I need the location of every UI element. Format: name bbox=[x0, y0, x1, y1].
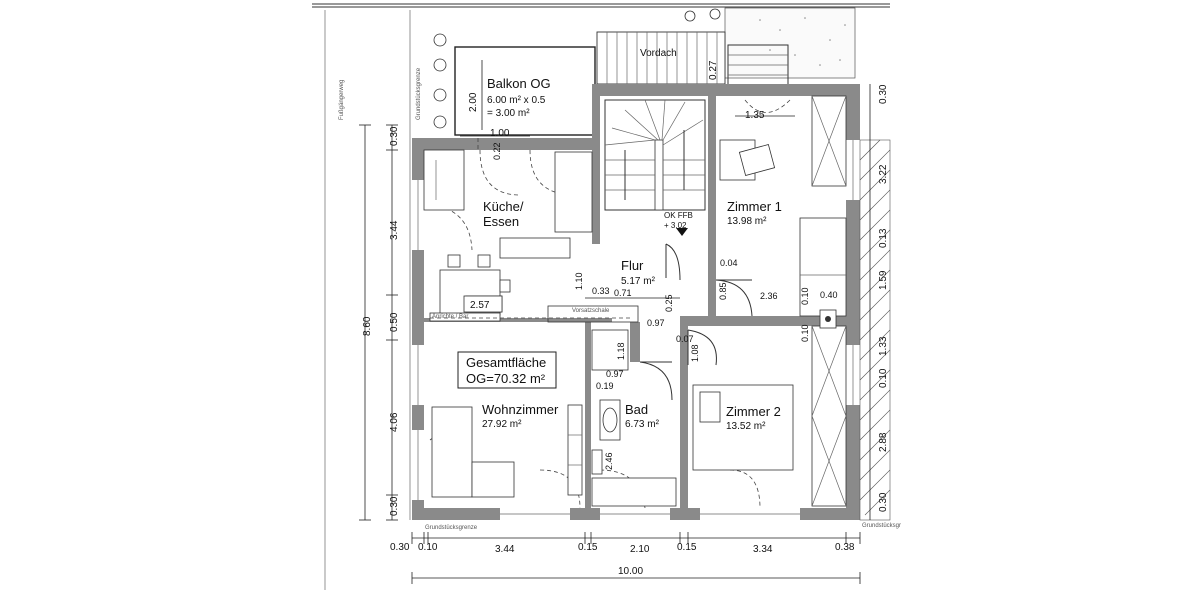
dim-108: 1.08 bbox=[690, 344, 700, 362]
balcony-name: Balkon OG bbox=[487, 76, 551, 91]
garden-area bbox=[724, 7, 856, 79]
dim-right-030a: 0.30 bbox=[878, 84, 889, 104]
dim-right-159: 1.59 bbox=[878, 270, 889, 290]
vorsatzschale-box bbox=[547, 305, 639, 323]
vordach-label: Vordach bbox=[640, 48, 677, 59]
dim-bottom-total: 10.00 bbox=[618, 566, 643, 577]
dim-097a: 0.97 bbox=[647, 318, 665, 328]
dim-246: 2.46 bbox=[604, 452, 614, 470]
level-marker-icon bbox=[676, 228, 688, 236]
ok-ffb-value: + 3.02 bbox=[664, 221, 687, 230]
dim-bottom-038: 0.38 bbox=[835, 542, 855, 553]
boundary-label-top: Grundstücksgrenze bbox=[416, 67, 422, 120]
dim-bottom-015b: 0.15 bbox=[677, 542, 697, 553]
staircase bbox=[604, 99, 706, 211]
bad-name: Bad bbox=[625, 402, 648, 417]
sidewalk-label: Fußgängerweg bbox=[339, 80, 345, 120]
ok-ffb-label: OK FFB bbox=[664, 211, 693, 220]
dim-085: 0.85 bbox=[718, 282, 728, 300]
zimmer1-area: 13.98 m² bbox=[727, 216, 767, 227]
dim-balkon-height: 2.00 bbox=[468, 92, 479, 112]
dim-027: 0.27 bbox=[708, 60, 719, 80]
total-area-box bbox=[457, 351, 557, 389]
windows bbox=[412, 140, 860, 520]
dim-022: 0.22 bbox=[492, 142, 502, 160]
dim-bottom-030: 0.30 bbox=[390, 542, 410, 553]
wohnzimmer-area: 27.92 m² bbox=[482, 419, 522, 430]
interior-dimensions: 2.00 1.00 0.22 0.27 1.35 1.10 0.33 0.71 … bbox=[468, 60, 838, 470]
wohnzimmer-name: Wohnzimmer bbox=[482, 402, 559, 417]
dim-007: 0.07 bbox=[676, 334, 694, 344]
zimmer1-name: Zimmer 1 bbox=[727, 199, 782, 214]
dim-left-030b: 0.30 bbox=[389, 496, 400, 516]
dim-left-050: 0.50 bbox=[389, 312, 400, 332]
dim-bottom-015a: 0.15 bbox=[578, 542, 598, 553]
flur-area: 5.17 m² bbox=[621, 276, 656, 287]
kitchen-name-line1: Küche/ bbox=[483, 199, 524, 214]
dim-bottom-334: 3.34 bbox=[753, 544, 773, 555]
dim-135: 1.35 bbox=[745, 110, 765, 121]
balcony-dims: 6.00 m² x 0.5 bbox=[487, 95, 546, 106]
dim-bottom-210: 2.10 bbox=[630, 544, 650, 555]
dim-bottom-010: 0.10 bbox=[418, 542, 438, 553]
zimmer2-area: 13.52 m² bbox=[726, 421, 766, 432]
flur-name: Flur bbox=[621, 258, 644, 273]
dim-left-030a: 0.30 bbox=[389, 126, 400, 146]
dim-019: 0.19 bbox=[596, 381, 614, 391]
dim-004: 0.04 bbox=[720, 258, 738, 268]
dim-071: 0.71 bbox=[614, 288, 632, 298]
dim-right-322: 3.22 bbox=[878, 164, 889, 184]
dim-right-288: 2.88 bbox=[878, 432, 889, 452]
dim-right-133: 1.33 bbox=[878, 336, 889, 356]
bottom-dimension-chain bbox=[411, 532, 861, 584]
shrub-icons bbox=[433, 8, 721, 129]
kitchen-box-value: 2.57 bbox=[470, 300, 490, 311]
dim-236: 2.36 bbox=[760, 291, 778, 301]
vorsatzschale-label: Vorsatzschale bbox=[572, 308, 610, 314]
left-dimension-chain bbox=[359, 124, 398, 521]
dim-010b: 0.10 bbox=[800, 324, 810, 342]
boundary-label-bottom-right: Grundstücksgr bbox=[862, 523, 901, 529]
dim-110: 1.10 bbox=[574, 272, 584, 290]
dim-bottom-344: 3.44 bbox=[495, 544, 515, 555]
total-area-line1: Gesamtfläche bbox=[466, 355, 546, 370]
bad-area: 6.73 m² bbox=[625, 419, 660, 430]
balcony-outline bbox=[454, 46, 596, 136]
column-dot bbox=[825, 316, 831, 322]
dim-040: 0.40 bbox=[820, 290, 838, 300]
balcony-area: = 3.00 m² bbox=[487, 108, 530, 119]
dim-025: 0.25 bbox=[664, 294, 674, 312]
neighbor-hatch bbox=[859, 139, 891, 521]
dim-097b: 0.97 bbox=[606, 369, 624, 379]
dim-left-total: 8.60 bbox=[362, 316, 373, 336]
dim-right-010: 0.10 bbox=[878, 368, 889, 388]
kitchen-box bbox=[463, 295, 503, 313]
dim-033: 0.33 bbox=[592, 286, 610, 296]
dim-right-013: 0.13 bbox=[878, 228, 889, 248]
boundary-label-bottom-left: Grundstücksgrenze bbox=[425, 525, 478, 531]
kitchen-tiny-label: Anrichte / Bar bbox=[432, 314, 468, 320]
total-area-line2: OG=70.32 m² bbox=[466, 371, 546, 386]
dim-118: 1.18 bbox=[616, 342, 626, 360]
garden-dots bbox=[759, 17, 846, 66]
dim-left-406: 4.06 bbox=[389, 412, 400, 432]
dim-010a: 0.10 bbox=[800, 287, 810, 305]
vordach-canopy bbox=[596, 31, 726, 85]
kitchen-name-line2: Essen bbox=[483, 214, 519, 229]
dim-left-344: 3.44 bbox=[389, 220, 400, 240]
dim-right-030b: 0.30 bbox=[878, 492, 889, 512]
zimmer2-name: Zimmer 2 bbox=[726, 404, 781, 419]
dim-balkon-width: 1.00 bbox=[490, 128, 510, 139]
